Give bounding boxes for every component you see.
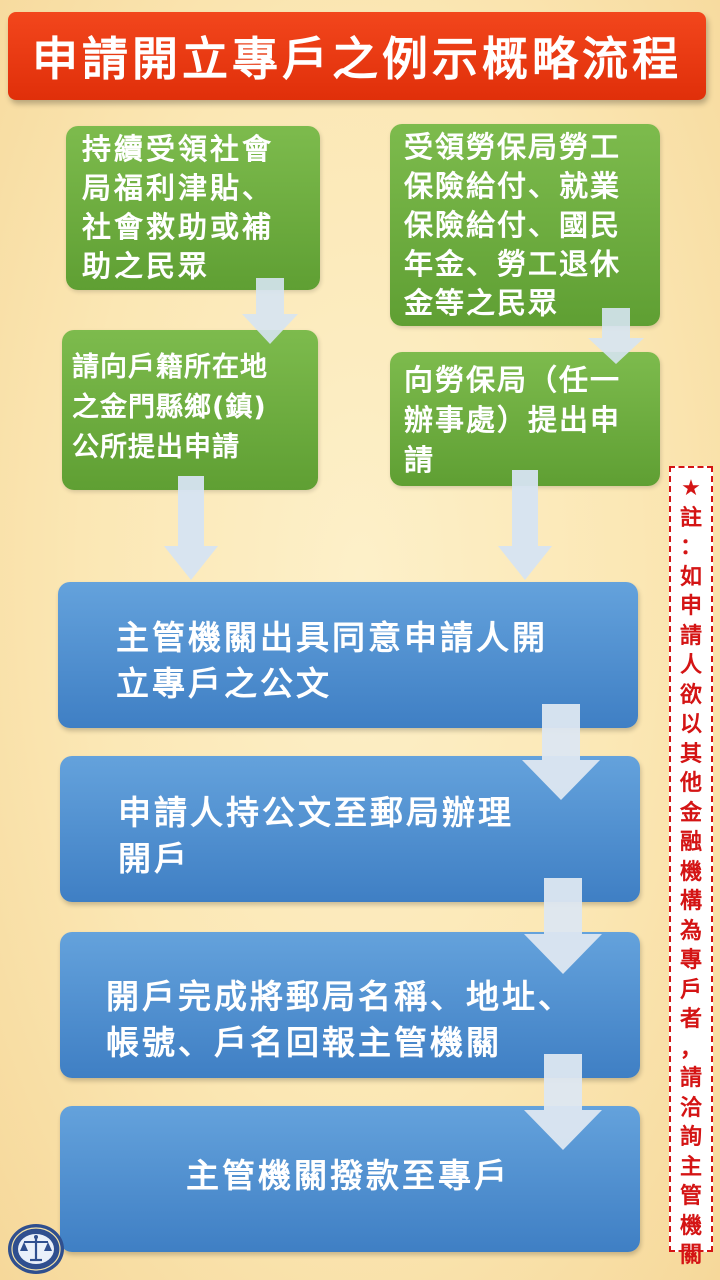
right-apply-box: 向勞保局（任一 辦事處）提出申 請 <box>390 352 660 486</box>
note-char: 洽 <box>679 1095 702 1121</box>
note-char: ， <box>679 1036 702 1062</box>
step-2-line: 開戶 <box>118 839 190 878</box>
side-note: ★ 註 ： 如 申 請 人 欲 以 其 他 金 融 機 構 為 專 戶 者 ， … <box>669 466 713 1268</box>
note-char: 他 <box>679 771 702 796</box>
left-eligibility-line: 助之民眾 <box>82 249 211 283</box>
left-eligibility-line: 持續受領社會 <box>82 132 275 166</box>
step-1-line: 立專戶之公文 <box>116 664 332 703</box>
note-char: 請 <box>679 1066 702 1091</box>
note-char: 關 <box>679 1243 702 1268</box>
note-char: 其 <box>679 741 702 767</box>
arrow-down-icon <box>524 878 602 974</box>
note-char: 如 <box>679 564 702 590</box>
right-eligibility-line: 保險給付、國民 <box>404 208 622 242</box>
step-4-line: 主管機關撥款至專戶 <box>186 1156 510 1195</box>
note-char: ★ <box>681 476 701 501</box>
left-eligibility-line: 局福利津貼、 <box>82 171 275 205</box>
note-char: 請 <box>679 623 702 649</box>
note-char: 申 <box>679 594 702 619</box>
left-apply-line: 公所提出申請 <box>72 432 240 463</box>
right-eligibility-box: 受領勞保局勞工 保險給付、就業 保險給付、國民 年金、勞工退休 金等之民眾 <box>390 124 660 326</box>
left-eligibility-box: 持續受領社會 局福利津貼、 社會救助或補 助之民眾 <box>66 126 320 290</box>
note-char: 機 <box>679 1213 702 1239</box>
note-char: 融 <box>679 830 702 855</box>
right-apply-line: 請 <box>404 443 436 477</box>
arrow-down-icon <box>588 308 644 364</box>
left-apply-line: 之金門縣鄉(鎮) <box>72 392 267 423</box>
step-2-line: 申請人持公文至郵局辦理 <box>118 793 514 832</box>
step-box-4: 主管機關撥款至專戶 <box>60 1106 640 1252</box>
arrow-down-icon <box>524 1054 602 1150</box>
step-box-1: 主管機關出具同意申請人開 立專戶之公文 <box>58 582 638 728</box>
note-char: 管 <box>679 1184 702 1209</box>
note-char: 金 <box>679 800 702 826</box>
note-char: 構 <box>679 889 702 914</box>
arrow-down-icon <box>498 470 552 580</box>
arrow-down-icon <box>164 476 218 580</box>
note-char: 戶 <box>679 977 702 1003</box>
note-char: 詢 <box>679 1125 702 1150</box>
note-char: 註 <box>679 505 702 531</box>
note-char: 以 <box>679 712 702 737</box>
note-char: 專 <box>679 948 702 973</box>
arrow-down-icon <box>522 704 600 800</box>
left-apply-line: 請向戶籍所在地 <box>72 352 268 383</box>
left-apply-box: 請向戶籍所在地 之金門縣鄉(鎮) 公所提出申請 <box>62 330 318 490</box>
note-char: 機 <box>679 859 702 885</box>
right-eligibility-line: 受領勞保局勞工 <box>404 130 622 164</box>
note-char: 人 <box>679 653 702 678</box>
step-1-line: 主管機關出具同意申請人開 <box>116 618 548 657</box>
arrow-down-icon <box>242 278 298 344</box>
step-3-line: 開戶完成將郵局名稱、地址、 <box>106 977 574 1016</box>
page-title: 申請開立專戶之例示概略流程 <box>8 12 706 100</box>
note-char: 主 <box>679 1154 702 1180</box>
right-apply-line: 向勞保局（任一 <box>404 363 622 397</box>
right-eligibility-line: 金等之民眾 <box>404 286 560 320</box>
note-char: 欲 <box>679 682 702 708</box>
note-char: 為 <box>679 918 702 944</box>
step-box-3: 開戶完成將郵局名稱、地址、 帳號、戶名回報主管機關 <box>60 932 640 1078</box>
right-eligibility-line: 保險給付、就業 <box>404 169 622 203</box>
scales-of-justice-icon <box>8 1224 64 1274</box>
step-3-line: 帳號、戶名回報主管機關 <box>106 1023 502 1062</box>
left-eligibility-line: 社會救助或補 <box>82 210 275 244</box>
right-eligibility-line: 年金、勞工退休 <box>404 247 622 281</box>
note-char: ： <box>679 535 702 560</box>
right-apply-line: 辦事處）提出申 <box>404 403 622 437</box>
note-char: 者 <box>679 1007 702 1032</box>
